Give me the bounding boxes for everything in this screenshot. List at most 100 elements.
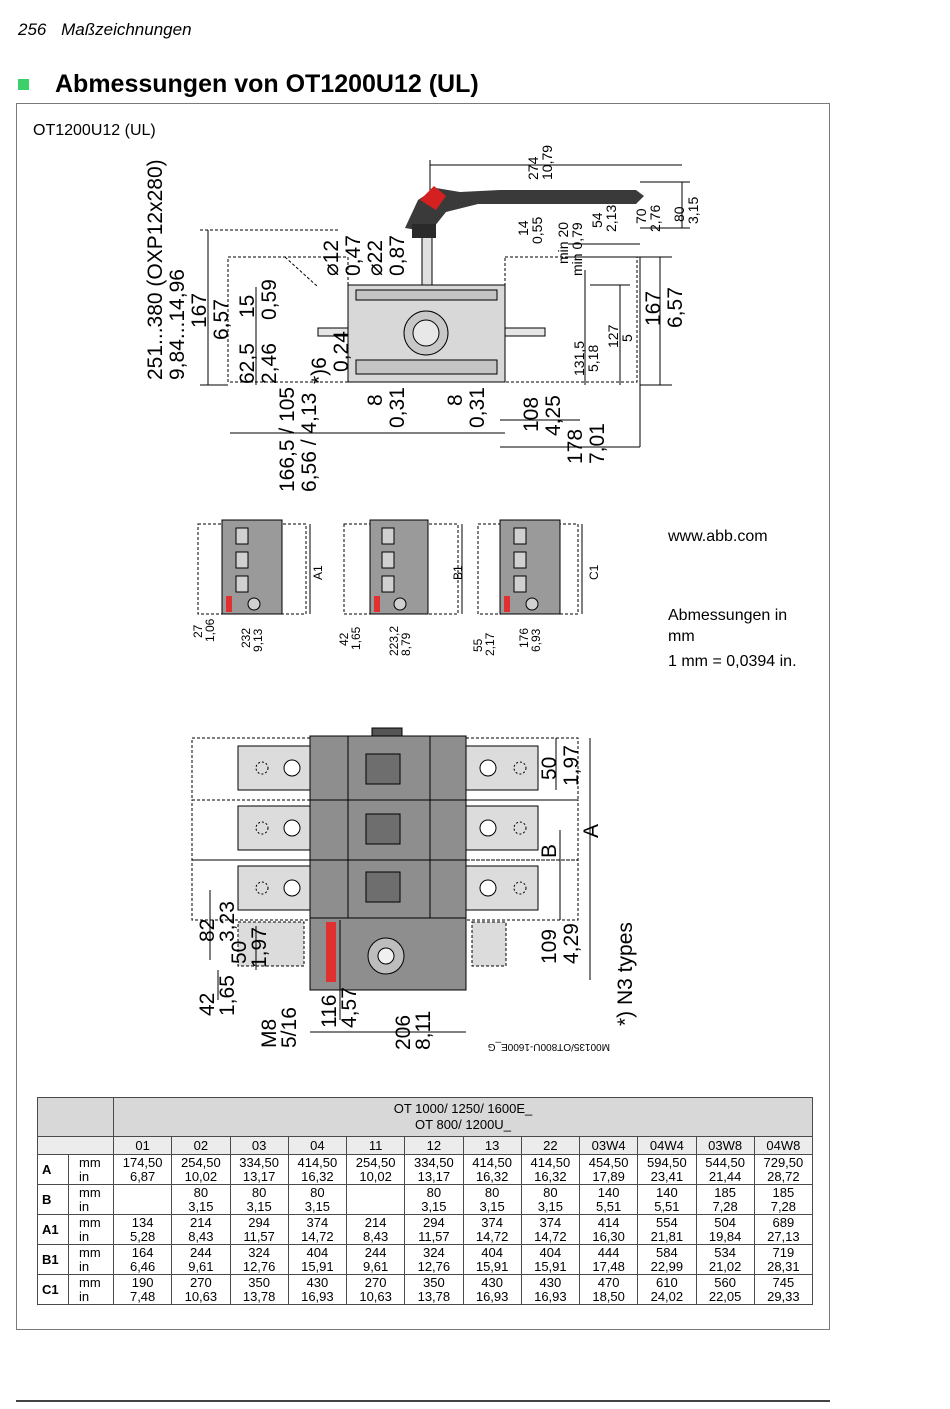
value-in: 14,72 [534,1228,567,1244]
dim-dia22-in: 0,87 [386,235,409,276]
value-in: 3,15 [537,1198,564,1214]
small-view-b1-dim1-in: 1,65 [349,626,363,650]
value-mm: 374 [539,1214,562,1230]
front-dim-42-in: 1,65 [216,975,239,1016]
value-mm: 80 [193,1184,209,1200]
n3-types-note: *) N3 types [614,922,637,1026]
value-in: 13,78 [242,1288,276,1304]
top-view-drawing: 274 10,79 80 3,15 70 2,76 54 2,13 min 20… [144,145,701,492]
section-bullet-icon [18,79,29,90]
value-in: 10,02 [359,1168,392,1184]
front-dim-116-in: 4,57 [338,987,361,1028]
small-view-c1-dim2-in: 6,93 [529,628,543,652]
column-header: 04W8 [753,1136,814,1155]
group-header-line2: OT 800/ 1200U_ [415,1117,511,1132]
value-in: 18,50 [592,1288,625,1304]
column-header: 11 [345,1136,406,1155]
value-mm: 80 [426,1184,442,1200]
units-note-line1: Abmessungen in [668,607,788,624]
value-in: 14,72 [301,1228,334,1244]
dim-15-in: 0,59 [258,279,281,320]
dim-274: 274 [525,156,541,180]
row-label: A [37,1154,69,1185]
front-dim-50-left: 50 [228,941,251,964]
value-mm: 454,50 [588,1154,629,1170]
group-header-line1: OT 1000/ 1250/ 1600E_ [393,1101,533,1116]
column-header: 01 [112,1136,173,1155]
dim-8-right-in: 0,31 [466,387,489,428]
value-mm: 80 [543,1184,558,1200]
dim-274-in: 10,79 [539,145,555,180]
value-in: 10,63 [184,1288,218,1304]
front-dim-m8-in: 5/16 [278,1007,301,1048]
front-view-drawing: 50 1,97 A B 109 4,29 82 3,23 50 1,97 42 … [191,727,637,1052]
row-label: C1 [37,1274,69,1305]
value-mm: 610 [656,1274,678,1290]
value-in: 13,17 [242,1168,276,1184]
value-in: 21,02 [708,1258,742,1274]
dim-178: 178 [564,429,587,464]
dim-6: *)6 [308,357,331,384]
value-in: 7,28 [712,1198,738,1214]
dim-108-in: 4,25 [542,395,565,436]
row-label: B [37,1184,69,1215]
value-in: 10,63 [359,1288,392,1304]
value-mm: 324 [248,1244,270,1260]
value-mm: 414,50 [297,1154,338,1170]
value-in: 16,32 [534,1168,567,1184]
value-mm: 334,50 [239,1154,279,1170]
table-group-header: OT 1000/ 1250/ 1600E_ OT 800/ 1200U_ [113,1097,813,1137]
dim-14-in: 0,55 [529,217,545,244]
dim-127-in: 5 [619,334,635,342]
value-in: 7,48 [129,1288,156,1304]
value-in: 12,76 [417,1258,451,1274]
value-in: 13,78 [417,1288,451,1304]
value-mm: 350 [423,1274,445,1290]
small-views-drawing: A1 27 1,06 232 9,13 B1 42 1,65 223,2 8,7… [191,519,601,656]
value-in: 27,13 [767,1228,800,1244]
value-mm: 414 [597,1214,620,1230]
dimensions-table: OT 1000/ 1250/ 1600E_ OT 800/ 1200U_ 01 … [37,1097,814,1305]
value-in: 3,15 [188,1198,214,1214]
value-mm: 374 [481,1214,503,1230]
value-in: 3,15 [421,1198,447,1214]
section-title: Abmessungen von OT1200U12 (UL) [55,70,479,98]
unit-in: in [79,1168,90,1184]
front-dim-206: 206 [392,1015,415,1050]
value-mm: 270 [364,1274,387,1290]
value-in: 3,15 [304,1198,331,1214]
dim-14: 14 [515,220,531,236]
unit-mm: mm [79,1214,101,1230]
value-mm: 244 [190,1244,212,1260]
small-view-c1-dim1-in: 2,17 [483,632,497,656]
dim-167-left-in: 6,57 [210,299,233,340]
value-mm: 324 [423,1244,445,1260]
dim-62-5-in: 2,46 [258,343,281,384]
small-view-a1-dim1-in: 1,06 [203,618,217,642]
value-in: 22,05 [708,1288,742,1304]
dim-dia12: ⌀12 [320,240,343,276]
dim-167-left: 167 [188,293,211,328]
value-mm: 164 [131,1244,154,1260]
value-in: 28,72 [767,1168,800,1184]
unit-in: in [79,1258,90,1274]
website-url: www.abb.com [668,528,768,545]
value-mm: 414,50 [530,1154,571,1170]
front-dim-206-in: 8,11 [412,1011,435,1050]
